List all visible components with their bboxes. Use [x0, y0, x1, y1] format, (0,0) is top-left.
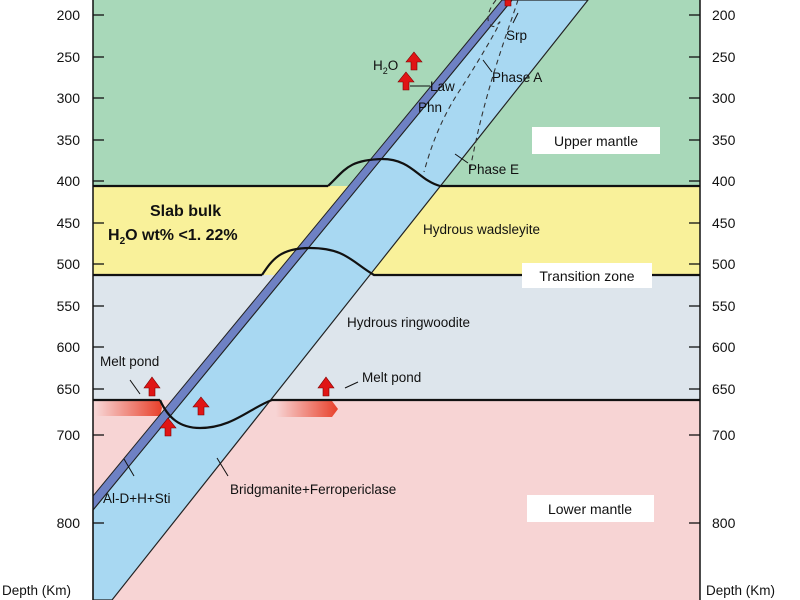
- boundary-520-deflect: [261, 246, 700, 277]
- right-tick-200: 200: [712, 7, 736, 23]
- upper-mantle-box: Upper mantle: [532, 127, 660, 154]
- left-axis-title: Depth (Km): [2, 583, 71, 598]
- right-tick-250: 250: [712, 49, 736, 65]
- leader-melt-pond-right: [344, 381, 359, 389]
- phase-e-label: Phase E: [468, 162, 519, 177]
- right-tick-450: 450: [712, 215, 736, 231]
- phn-label: Phn: [418, 100, 442, 115]
- left-tick-600: 600: [57, 339, 81, 355]
- leader-melt-pond-left: [129, 379, 141, 395]
- phase-a-label: Phase A: [492, 70, 542, 85]
- right-tick-500: 500: [712, 256, 736, 272]
- boundary-410-deflect: [327, 157, 700, 188]
- upper-mantle-label: Upper mantle: [554, 133, 638, 149]
- left-tick-350: 350: [57, 132, 81, 148]
- right-tick-650: 650: [712, 381, 736, 397]
- lower-mantle-label: Lower mantle: [548, 501, 632, 517]
- left-tick-250: 250: [57, 49, 81, 65]
- right-axis-title: Depth (Km): [706, 583, 775, 598]
- right-tick-350: 350: [712, 132, 736, 148]
- transition-zone-label: Transition zone: [539, 268, 634, 284]
- leader-srp: [512, 12, 519, 24]
- left-tick-700: 700: [57, 427, 81, 443]
- melt-pond-right-label: Melt pond: [362, 370, 421, 385]
- left-tick-450: 450: [57, 215, 81, 231]
- phase-a-dashed-curve: [469, 0, 519, 171]
- right-tick-600: 600: [712, 339, 736, 355]
- left-tick-550: 550: [57, 298, 81, 314]
- lower-mantle-box: Lower mantle: [527, 495, 654, 522]
- melt-pond-left-label: Melt pond: [100, 354, 159, 369]
- leader-phase-a: [482, 59, 493, 73]
- slab-water-content-label: H2O wt% <1. 22%: [108, 227, 238, 247]
- srp-label: Srp: [506, 28, 527, 43]
- hydrous-ringwoodite-label: Hydrous ringwoodite: [347, 315, 470, 330]
- right-tick-700: 700: [712, 427, 736, 443]
- left-depth-axis: 200 250 300 350 400 450 500 550 600 650 …: [2, 0, 104, 600]
- right-tick-800: 800: [712, 515, 736, 531]
- left-tick-800: 800: [57, 515, 81, 531]
- slab-bulk-label: Slab bulk: [150, 203, 221, 220]
- water-arrow-top-icon: [504, 0, 512, 7]
- melt-pond-right-shape: [276, 401, 338, 417]
- water-arrow-melt-right-icon: [317, 376, 335, 397]
- leader-al-d: [123, 458, 135, 477]
- leader-phase-e: [454, 153, 469, 164]
- water-arrow-slab-mid-icon: [192, 396, 210, 416]
- left-tick-500: 500: [57, 256, 81, 272]
- serpentine-dashed-curve: [423, 0, 501, 173]
- leader-bridgmanite: [216, 457, 229, 477]
- left-tick-200: 200: [57, 7, 81, 23]
- law-label: Law: [430, 79, 455, 94]
- bridgmanite-label: Bridgmanite+Ferropericlase: [230, 482, 396, 497]
- water-arrow-h2o-icon: [405, 51, 423, 71]
- al-d-label: Al-D+H+Sti: [103, 491, 171, 506]
- hydrous-wadsleyite-label: Hydrous wadsleyite: [423, 222, 540, 237]
- left-tick-300: 300: [57, 90, 81, 106]
- left-tick-400: 400: [57, 173, 81, 189]
- transition-zone-box: Transition zone: [522, 263, 652, 288]
- water-arrow-law-icon: [397, 71, 415, 91]
- right-depth-axis: 200 250 300 350 400 450 500 550 600 650 …: [689, 0, 775, 600]
- left-tick-650: 650: [57, 381, 81, 397]
- right-tick-300: 300: [712, 90, 736, 106]
- right-tick-550: 550: [712, 298, 736, 314]
- water-arrow-melt-left-icon: [143, 376, 161, 397]
- right-tick-400: 400: [712, 173, 736, 189]
- boundary-660-deflect: [158, 398, 700, 430]
- melt-pond-left-shape: [96, 401, 162, 416]
- water-arrow-slab-left-icon: [159, 417, 177, 437]
- h2o-label: H2O: [373, 58, 398, 76]
